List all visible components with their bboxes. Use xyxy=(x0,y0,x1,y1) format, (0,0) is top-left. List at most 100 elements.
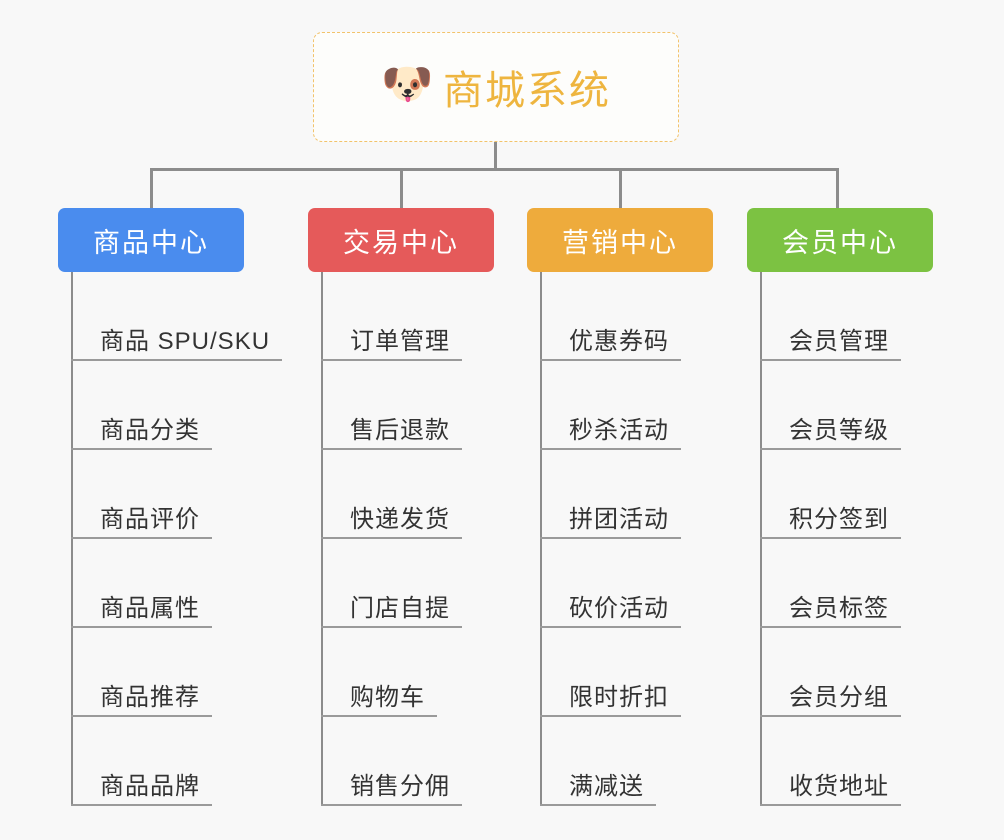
connector-drop-1 xyxy=(150,168,153,210)
leaf-item-underline xyxy=(321,715,437,717)
dog-face-icon: 🐶 xyxy=(381,60,434,107)
leaf-item-label: 会员等级 xyxy=(789,417,889,444)
leaf-item[interactable]: 商品评价 xyxy=(58,450,244,539)
leaf-item[interactable]: 售后退款 xyxy=(308,361,494,450)
branch-header-label: 营销中心 xyxy=(562,227,678,258)
leaf-item-label: 会员管理 xyxy=(789,328,889,355)
leaf-item-underline xyxy=(540,804,656,806)
leaf-item[interactable]: 订单管理 xyxy=(308,272,494,361)
leaf-spine-line xyxy=(321,272,323,806)
leaf-item[interactable]: 会员分组 xyxy=(747,628,933,717)
branch-leaf-list: 优惠券码秒杀活动拼团活动砍价活动限时折扣满减送 xyxy=(527,272,713,806)
leaf-item-label: 商品分类 xyxy=(100,417,200,444)
leaf-item-label: 拼团活动 xyxy=(569,506,669,533)
leaf-item-label: 商品属性 xyxy=(100,595,200,622)
leaf-item-underline xyxy=(71,715,212,717)
leaf-item-label: 满减送 xyxy=(569,773,644,800)
leaf-item-underline xyxy=(760,448,901,450)
leaf-item-label: 限时折扣 xyxy=(569,684,669,711)
leaf-item[interactable]: 优惠券码 xyxy=(527,272,713,361)
leaf-item[interactable]: 收货地址 xyxy=(747,717,933,806)
leaf-item-underline xyxy=(760,626,901,628)
leaf-item-label: 积分签到 xyxy=(789,506,889,533)
leaf-item-label: 商品推荐 xyxy=(100,684,200,711)
leaf-item[interactable]: 商品属性 xyxy=(58,539,244,628)
leaf-item-label: 砍价活动 xyxy=(569,595,669,622)
leaf-item-label: 会员分组 xyxy=(789,684,889,711)
leaf-spine-line xyxy=(540,272,542,806)
leaf-item[interactable]: 商品推荐 xyxy=(58,628,244,717)
leaf-item-underline xyxy=(760,804,901,806)
leaf-item-underline xyxy=(760,537,901,539)
leaf-item-underline xyxy=(321,448,462,450)
leaf-item-label: 购物车 xyxy=(350,684,425,711)
leaf-item-label: 订单管理 xyxy=(350,328,450,355)
connector-root-stem xyxy=(494,142,497,170)
root-node-mall-system[interactable]: 🐶 商城系统 xyxy=(313,32,679,142)
branch-leaf-list: 会员管理会员等级积分签到会员标签会员分组收货地址 xyxy=(747,272,933,806)
leaf-item-label: 收货地址 xyxy=(789,773,889,800)
leaf-item[interactable]: 商品品牌 xyxy=(58,717,244,806)
leaf-item-underline xyxy=(321,804,462,806)
branch-header-label: 商品中心 xyxy=(93,227,209,258)
leaf-spine-line xyxy=(71,272,73,806)
leaf-item[interactable]: 快递发货 xyxy=(308,450,494,539)
branch-column-4: 会员中心会员管理会员等级积分签到会员标签会员分组收货地址 xyxy=(747,208,933,806)
branch-leaf-list: 订单管理售后退款快递发货门店自提购物车销售分佣 xyxy=(308,272,494,806)
leaf-item-underline xyxy=(540,626,681,628)
leaf-item-underline xyxy=(321,626,462,628)
leaf-item[interactable]: 商品 SPU/SKU xyxy=(58,272,282,361)
leaf-item[interactable]: 积分签到 xyxy=(747,450,933,539)
leaf-item[interactable]: 砍价活动 xyxy=(527,539,713,628)
leaf-item-label: 售后退款 xyxy=(350,417,450,444)
leaf-item-underline xyxy=(71,626,212,628)
leaf-item-label: 门店自提 xyxy=(350,595,450,622)
leaf-spine-line xyxy=(760,272,762,806)
leaf-item-label: 销售分佣 xyxy=(350,773,450,800)
root-node-title: 商城系统 xyxy=(443,69,611,113)
leaf-item-underline xyxy=(71,359,282,361)
leaf-item-label: 会员标签 xyxy=(789,595,889,622)
leaf-item-label: 快递发货 xyxy=(350,506,450,533)
connector-drop-4 xyxy=(836,168,839,210)
branch-column-2: 交易中心订单管理售后退款快递发货门店自提购物车销售分佣 xyxy=(308,208,494,806)
leaf-item-underline xyxy=(540,715,681,717)
leaf-item[interactable]: 购物车 xyxy=(308,628,494,717)
leaf-item-label: 商品评价 xyxy=(100,506,200,533)
leaf-item[interactable]: 限时折扣 xyxy=(527,628,713,717)
branch-header[interactable]: 营销中心 xyxy=(527,208,713,272)
branch-column-3: 营销中心优惠券码秒杀活动拼团活动砍价活动限时折扣满减送 xyxy=(527,208,713,806)
connector-drop-2 xyxy=(400,168,403,210)
leaf-item[interactable]: 满减送 xyxy=(527,717,713,806)
leaf-item-label: 商品 SPU/SKU xyxy=(100,328,271,355)
leaf-item-label: 秒杀活动 xyxy=(569,417,669,444)
leaf-item-underline xyxy=(71,448,212,450)
leaf-item-underline xyxy=(321,537,462,539)
leaf-item-label: 优惠券码 xyxy=(569,328,669,355)
branch-header[interactable]: 会员中心 xyxy=(747,208,933,272)
connector-drop-3 xyxy=(619,168,622,210)
leaf-item-underline xyxy=(71,537,212,539)
leaf-item-label: 商品品牌 xyxy=(100,773,200,800)
leaf-item[interactable]: 秒杀活动 xyxy=(527,361,713,450)
connector-horizontal-bus xyxy=(150,168,838,171)
leaf-item[interactable]: 会员管理 xyxy=(747,272,933,361)
branch-header-label: 会员中心 xyxy=(782,227,898,258)
leaf-item[interactable]: 门店自提 xyxy=(308,539,494,628)
leaf-item-underline xyxy=(760,715,901,717)
branch-header[interactable]: 交易中心 xyxy=(308,208,494,272)
leaf-item-underline xyxy=(760,359,901,361)
branch-leaf-list: 商品 SPU/SKU 商品分类商品评价商品属性商品推荐商品品牌 xyxy=(58,272,282,806)
branch-header[interactable]: 商品中心 xyxy=(58,208,244,272)
leaf-item-underline xyxy=(71,804,212,806)
leaf-item[interactable]: 会员标签 xyxy=(747,539,933,628)
leaf-item[interactable]: 会员等级 xyxy=(747,361,933,450)
leaf-item[interactable]: 商品分类 xyxy=(58,361,244,450)
leaf-item-underline xyxy=(540,359,681,361)
leaf-item[interactable]: 销售分佣 xyxy=(308,717,494,806)
leaf-item-underline xyxy=(321,359,462,361)
leaf-item[interactable]: 拼团活动 xyxy=(527,450,713,539)
leaf-item-underline xyxy=(540,448,681,450)
leaf-item-underline xyxy=(540,537,681,539)
